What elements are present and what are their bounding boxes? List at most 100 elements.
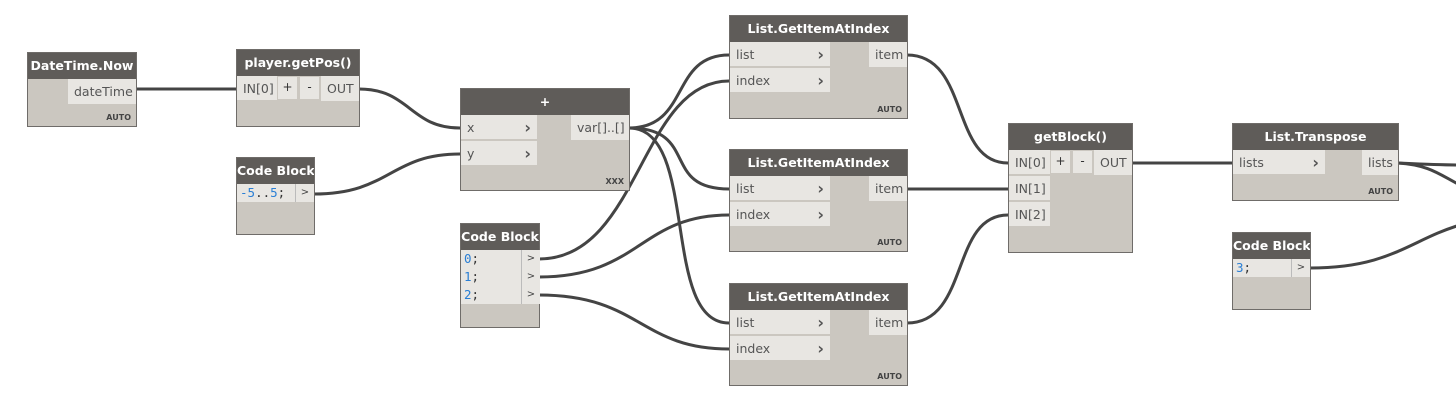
node-cb1[interactable]: Code Block-5..5;>: [236, 157, 315, 235]
port-label: list: [736, 181, 755, 196]
remove-input-button[interactable]: -: [300, 77, 319, 99]
code-number: 0: [464, 251, 472, 266]
port-label: var[]..[]: [577, 120, 625, 135]
input-port-y[interactable]: y›: [461, 141, 537, 166]
port-label: y: [467, 146, 475, 161]
input-port-in0[interactable]: IN[0]: [237, 76, 277, 101]
output-port-lists[interactable]: lists: [1362, 150, 1398, 175]
chevron-right-icon: ›: [817, 205, 824, 224]
wire: [358, 87, 461, 130]
node-title[interactable]: +: [461, 89, 629, 115]
code-number: -5: [240, 185, 256, 200]
code-terminator: ;: [1243, 260, 1252, 275]
lacing-label: AUTO: [106, 113, 131, 122]
lacing-label: AUTO: [877, 105, 902, 114]
input-port-index[interactable]: index›: [730, 68, 830, 93]
node-title[interactable]: List.Transpose: [1233, 124, 1398, 150]
remove-input-button[interactable]: -: [1073, 151, 1092, 173]
port-label: lists: [1368, 155, 1393, 170]
output-port-item[interactable]: item: [869, 310, 907, 335]
output-port[interactable]: >: [521, 286, 540, 304]
output-port-var[interactable]: var[]..[]: [571, 115, 629, 140]
code-line[interactable]: -5..5;: [237, 184, 295, 202]
input-port-in0[interactable]: IN[0]: [1009, 150, 1050, 175]
code-line[interactable]: 2;: [461, 286, 521, 304]
node-getblock[interactable]: getBlock() IN[0] IN[1]IN[2] OUT +-: [1008, 123, 1133, 253]
input-port-index[interactable]: index ›: [730, 336, 830, 361]
node-title[interactable]: Code Block: [1233, 233, 1310, 259]
input-port-in1[interactable]: IN[1]: [1009, 176, 1050, 201]
input-port-list[interactable]: list›: [730, 176, 830, 201]
output-port[interactable]: >: [295, 184, 314, 202]
input-port-in2[interactable]: IN[2]: [1009, 202, 1050, 227]
output-port-item[interactable]: item: [869, 176, 907, 201]
code-terminator: ;: [471, 287, 480, 302]
node-title[interactable]: DateTime.Now: [28, 53, 136, 79]
port-label: item: [875, 315, 904, 330]
node-title[interactable]: List.GetItemAtIndex: [730, 150, 907, 176]
wire: [906, 213, 1009, 325]
input-port-list[interactable]: list›: [730, 42, 830, 67]
wire: [628, 126, 730, 191]
code-number: 2: [464, 287, 472, 302]
lacing-label: AUTO: [877, 238, 902, 247]
input-port-index[interactable]: index›: [730, 202, 830, 227]
node-title[interactable]: Code Block: [461, 224, 539, 250]
port-label: index: [736, 73, 771, 88]
wire: [628, 126, 730, 325]
output-port-item[interactable]: item: [869, 42, 907, 67]
node-title[interactable]: getBlock(): [1009, 124, 1132, 150]
input-port-x[interactable]: x›: [461, 115, 537, 140]
node-plus[interactable]: +x›y›var[]..[]XXX: [460, 88, 630, 191]
node-title[interactable]: player.getPos(): [237, 50, 359, 76]
code-line[interactable]: 3;: [1233, 259, 1291, 277]
code-terminator: ;: [471, 269, 480, 284]
output-port-datetime[interactable]: dateTime: [68, 79, 136, 104]
port-label: item: [875, 47, 904, 62]
input-port-list[interactable]: list›: [730, 310, 830, 335]
output-port[interactable]: >: [1291, 259, 1310, 277]
wire: [628, 53, 730, 130]
port-label: IN[0]: [1015, 155, 1046, 170]
chevron-right-icon: ›: [817, 45, 824, 64]
chevron-right-icon: ›: [524, 118, 531, 137]
port-label: index: [736, 341, 771, 356]
lacing-label: AUTO: [1368, 187, 1393, 196]
chevron-right-icon: ›: [817, 339, 824, 358]
add-input-button[interactable]: +: [278, 77, 297, 99]
input-port-lists[interactable]: lists ›: [1233, 150, 1325, 175]
wire: [538, 293, 730, 351]
code-number: 1: [464, 269, 472, 284]
output-port[interactable]: >: [521, 268, 540, 286]
port-label: item: [875, 181, 904, 196]
output-port-out[interactable]: OUT: [1094, 150, 1132, 175]
node-getpos[interactable]: player.getPos()IN[0] OUT +-: [236, 49, 360, 127]
wire: [538, 79, 730, 261]
chevron-right-icon: ›: [1312, 153, 1319, 172]
node-title[interactable]: List.GetItemAtIndex: [730, 16, 907, 42]
output-port[interactable]: >: [521, 250, 540, 268]
lacing-label: XXX: [605, 177, 624, 186]
code-operator: ..: [255, 185, 271, 200]
code-number: 5: [270, 185, 278, 200]
wire: [313, 152, 461, 196]
port-label: OUT: [1100, 155, 1127, 170]
output-port-out[interactable]: OUT: [321, 76, 359, 101]
node-title[interactable]: List.GetItemAtIndex: [730, 284, 907, 310]
code-number: 3: [1236, 260, 1244, 275]
port-label: list: [736, 315, 755, 330]
code-line[interactable]: 0;: [461, 250, 521, 268]
node-title[interactable]: Code Block: [237, 158, 314, 184]
port-label: lists: [1239, 155, 1264, 170]
chevron-right-icon: ›: [524, 144, 531, 163]
code-line[interactable]: 1;: [461, 268, 521, 286]
add-input-button[interactable]: +: [1051, 151, 1070, 173]
